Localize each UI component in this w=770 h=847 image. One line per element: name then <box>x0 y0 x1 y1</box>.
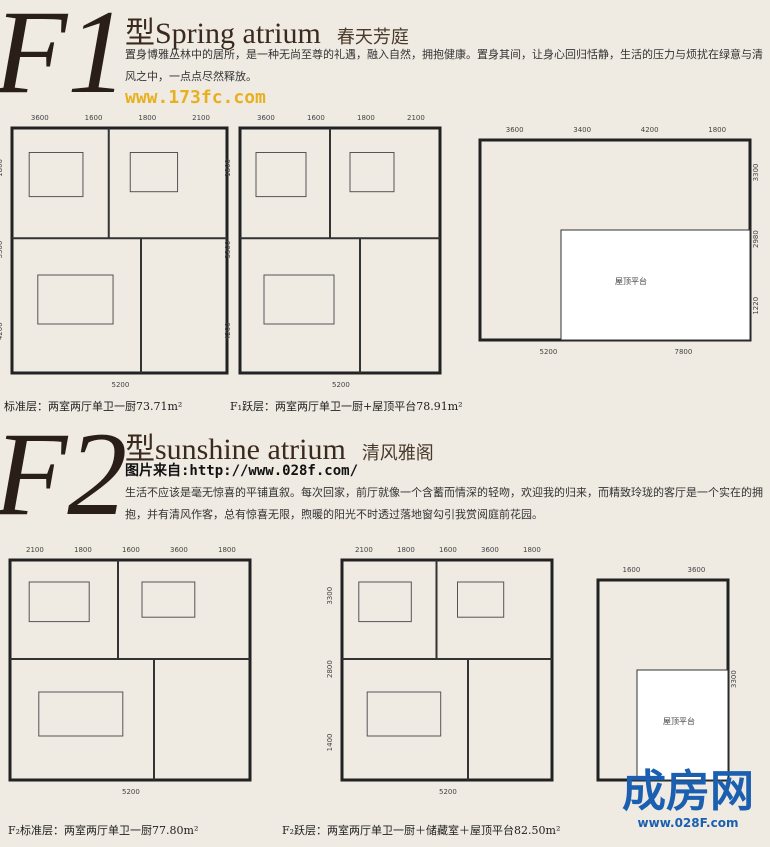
f2-title: 型sunshine atrium 清风雅阁 <box>125 424 434 468</box>
roof-terrace-label: 屋顶平台 <box>615 276 647 286</box>
dimension-side: 1800 <box>224 159 232 177</box>
bed-icon <box>358 581 412 623</box>
bed-icon <box>28 152 84 198</box>
dimension-top: 1600 <box>307 114 325 122</box>
f2-title-en: sunshine atrium <box>155 433 346 466</box>
dimension-top: 1800 <box>523 546 541 554</box>
dimension-top: 1800 <box>218 546 236 554</box>
f1-watermark: www.173fc.com <box>125 87 266 108</box>
dimension-side: 2980 <box>752 230 760 248</box>
f1-type: 型 <box>125 17 155 50</box>
f2-watermark: 图片来自:http://www.028f.com/ <box>125 463 359 479</box>
dimension-bottom: 5200 <box>540 348 558 356</box>
f2-type: 型 <box>125 433 155 466</box>
dimension-top: 2100 <box>26 546 44 554</box>
dimension-top: 4200 <box>641 126 659 134</box>
plan-outline <box>340 558 554 782</box>
f2-caption-1: F₂标准层：两室两厅单卫一厨77.80m² <box>8 824 199 837</box>
dimension-side: 3300 <box>752 164 760 182</box>
f1-title: 型Spring atrium 春天芳庭 <box>125 8 409 52</box>
dimension-side: 4200 <box>224 322 232 340</box>
dimension-side: 1400 <box>0 734 2 752</box>
roof-terrace <box>636 669 729 781</box>
roof-terrace-label: 屋顶平台 <box>663 716 695 726</box>
bed-icon <box>349 152 395 193</box>
dimension-side: 1220 <box>752 297 760 315</box>
dimension-side: 3300 <box>224 241 232 259</box>
dimension-side: 4200 <box>0 322 4 340</box>
bed-icon <box>28 581 90 623</box>
dimension-top: 1600 <box>122 546 140 554</box>
dimension-side: 2800 <box>0 660 2 678</box>
f1-title-en: Spring atrium <box>155 17 321 50</box>
dimension-bottom: 5200 <box>112 381 130 389</box>
dimension-top: 1800 <box>708 126 726 134</box>
f2-caption-2: F₂跃层：两室两厅单卫一厨＋储藏室＋屋顶平台82.50m² <box>282 824 561 837</box>
dimension-side: 3300 <box>0 241 4 259</box>
sofa-set-icon <box>263 274 335 325</box>
dimension-top: 1600 <box>85 114 103 122</box>
f2-description: 生活不应该是毫无惊喜的平铺直叙。每次回家，前厅就像一个含蓄而情深的轻吻，欢迎我的… <box>125 486 763 521</box>
dimension-top: 2100 <box>355 546 373 554</box>
dimension-bottom: 7800 <box>675 348 693 356</box>
roof-terrace <box>560 229 751 341</box>
dimension-side: 3300 <box>730 670 738 688</box>
f2-title-cn: 清风雅阁 <box>361 443 434 463</box>
f1-description: 置身博雅丛林中的居所，是一种无尚至尊的礼遇，融入自然，拥抱健康。置身其间，让身心… <box>125 48 763 83</box>
dimension-top: 3600 <box>481 546 499 554</box>
dimension-top: 3600 <box>688 566 706 574</box>
bed-icon <box>255 152 307 198</box>
dimension-top: 2100 <box>407 114 425 122</box>
bed-icon <box>141 581 196 618</box>
logo: 成房网 www.028F.com <box>622 766 754 831</box>
plan-outline <box>8 558 252 782</box>
f1-title-cn: 春天芳庭 <box>336 27 409 47</box>
dimension-top: 2100 <box>192 114 210 122</box>
plan-outline <box>238 126 442 375</box>
dimension-bottom: 5200 <box>439 788 457 796</box>
bed-icon <box>457 581 505 618</box>
logo-name: 成房网 <box>622 766 754 817</box>
logo-url: www.028F.com <box>637 816 739 830</box>
dimension-side: 1400 <box>326 734 334 752</box>
dimension-top: 1600 <box>623 566 641 574</box>
dimension-side: 1800 <box>0 159 4 177</box>
sofa-set-icon <box>366 691 442 737</box>
f1-mark: F1 <box>0 0 128 118</box>
f1-caption-1: 标准层：两室两厅单卫一厨73.71m² <box>4 400 183 413</box>
dimension-bottom: 5200 <box>332 381 350 389</box>
dimension-top: 1800 <box>74 546 92 554</box>
dimension-top: 1600 <box>439 546 457 554</box>
dimension-top: 3600 <box>170 546 188 554</box>
dimension-side: 3300 <box>0 587 2 605</box>
sofa-set-icon <box>37 274 114 325</box>
dimension-bottom: 5200 <box>122 788 140 796</box>
bed-icon <box>129 152 179 193</box>
dimension-top: 3600 <box>31 114 49 122</box>
dimension-top: 1800 <box>397 546 415 554</box>
f2-mark: F2 <box>0 407 128 540</box>
dimension-side: 2800 <box>326 660 334 678</box>
sofa-set-icon <box>38 691 124 737</box>
dimension-top: 3600 <box>506 126 524 134</box>
plan-outline <box>10 126 229 375</box>
dimension-top: 3600 <box>257 114 275 122</box>
dimension-side: 3300 <box>326 587 334 605</box>
dimension-top: 1800 <box>357 114 375 122</box>
dimension-top: 1800 <box>138 114 156 122</box>
f1-caption-2: F₁跃层：两室两厅单卫一厨+屋顶平台78.91m² <box>230 400 463 413</box>
dimension-top: 3400 <box>573 126 591 134</box>
